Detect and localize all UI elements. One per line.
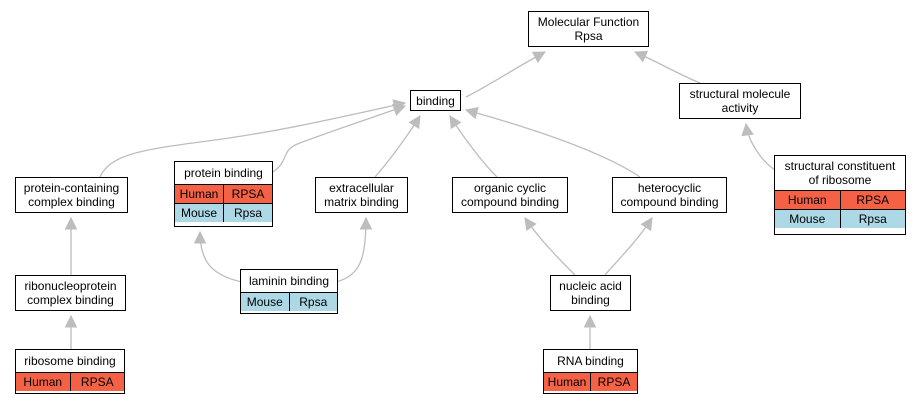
- go-term-node-pcb[interactable]: protein-containing complex binding: [15, 177, 128, 213]
- gene-cell: RPSA: [590, 373, 637, 391]
- go-term-node-mf[interactable]: Molecular Function Rpsa: [528, 11, 649, 47]
- edge-lb-to-emb: [335, 217, 367, 283]
- go-term-label: ribonucleoprotein complex binding: [24, 279, 117, 307]
- species-cell: Mouse: [789, 212, 826, 226]
- annotation-row-mouse: Mouse Rpsa: [241, 292, 337, 311]
- go-term-label: ribosome binding: [24, 354, 116, 368]
- go-term-label: Molecular Function Rpsa: [537, 15, 640, 43]
- go-term-label: RNA binding: [557, 354, 624, 368]
- arrowhead-icon: [449, 115, 462, 130]
- arrowhead-icon: [741, 122, 754, 137]
- arrowhead-icon: [193, 230, 207, 244]
- arrowhead-icon: [392, 103, 407, 116]
- annotation-row-mouse: Mouse Rpsa: [175, 203, 272, 222]
- edge-lb-to-pb: [199, 231, 243, 283]
- go-term-label: protein-containing complex binding: [23, 181, 120, 209]
- arrowhead-icon: [64, 314, 78, 328]
- go-term-label: organic cyclic compound binding: [460, 181, 560, 209]
- arrowhead-icon: [359, 216, 373, 230]
- go-term-label: nucleic acid binding: [559, 279, 622, 307]
- species-cell: Mouse: [180, 206, 218, 220]
- edge-pcb-to-binding: [99, 102, 406, 178]
- arrowhead-icon: [64, 216, 78, 230]
- go-term-node-nab[interactable]: nucleic acid binding: [550, 275, 631, 311]
- arrowhead-icon: [633, 50, 649, 63]
- edge-hcb-to-binding: [465, 109, 641, 178]
- gene-cell: RPSA: [69, 373, 125, 391]
- go-term-node-rnpcb[interactable]: ribonucleoprotein complex binding: [15, 275, 126, 311]
- species-cell: Human: [179, 187, 219, 201]
- go-term-node-emb[interactable]: extracellular matrix binding: [315, 177, 408, 213]
- arrowhead-icon: [583, 314, 597, 328]
- annotation-row-human: Human RPSA: [16, 372, 124, 391]
- arrowhead-icon: [524, 217, 537, 232]
- arrowhead-icon: [408, 115, 421, 130]
- go-term-node-binding[interactable]: binding: [410, 90, 461, 111]
- gene-cell: Rpsa: [288, 293, 338, 311]
- edge-binding-to-mf: [465, 51, 546, 98]
- arrowhead-icon: [640, 217, 653, 232]
- annotation-row-human: Human RPSA: [175, 184, 272, 203]
- arrowhead-icon: [464, 107, 479, 120]
- arrowhead-icon: [531, 51, 546, 63]
- species-cell: Mouse: [246, 295, 283, 309]
- edge-pb-to-binding: [272, 105, 406, 173]
- go-term-label: structural constituent of ribosome: [784, 159, 896, 187]
- gene-cell: Rpsa: [839, 210, 906, 228]
- go-term-node-sma[interactable]: structural molecule activity: [679, 83, 801, 119]
- go-term-label: laminin binding: [248, 274, 330, 288]
- go-term-label: protein binding: [184, 166, 263, 180]
- gene-cell: Rpsa: [223, 204, 272, 222]
- edge-occb-to-binding: [449, 115, 498, 178]
- species-cell: Human: [547, 375, 587, 389]
- go-term-label: structural molecule activity: [689, 87, 791, 115]
- go-term-label: heterocyclic compound binding: [620, 181, 719, 209]
- species-cell: Human: [23, 375, 63, 389]
- go-term-node-occb[interactable]: organic cyclic compound binding: [452, 177, 568, 213]
- annotation-row-human: Human RPSA: [775, 190, 905, 209]
- gene-cell: RPSA: [839, 191, 906, 209]
- species-cell: Human: [787, 193, 827, 207]
- go-term-label: extracellular matrix binding: [324, 181, 399, 209]
- gene-cell: RPSA: [223, 185, 272, 203]
- go-term-label: binding: [416, 93, 455, 108]
- annotation-row-mouse: Mouse Rpsa: [775, 209, 905, 228]
- go-term-node-hcb[interactable]: heterocyclic compound binding: [612, 177, 727, 213]
